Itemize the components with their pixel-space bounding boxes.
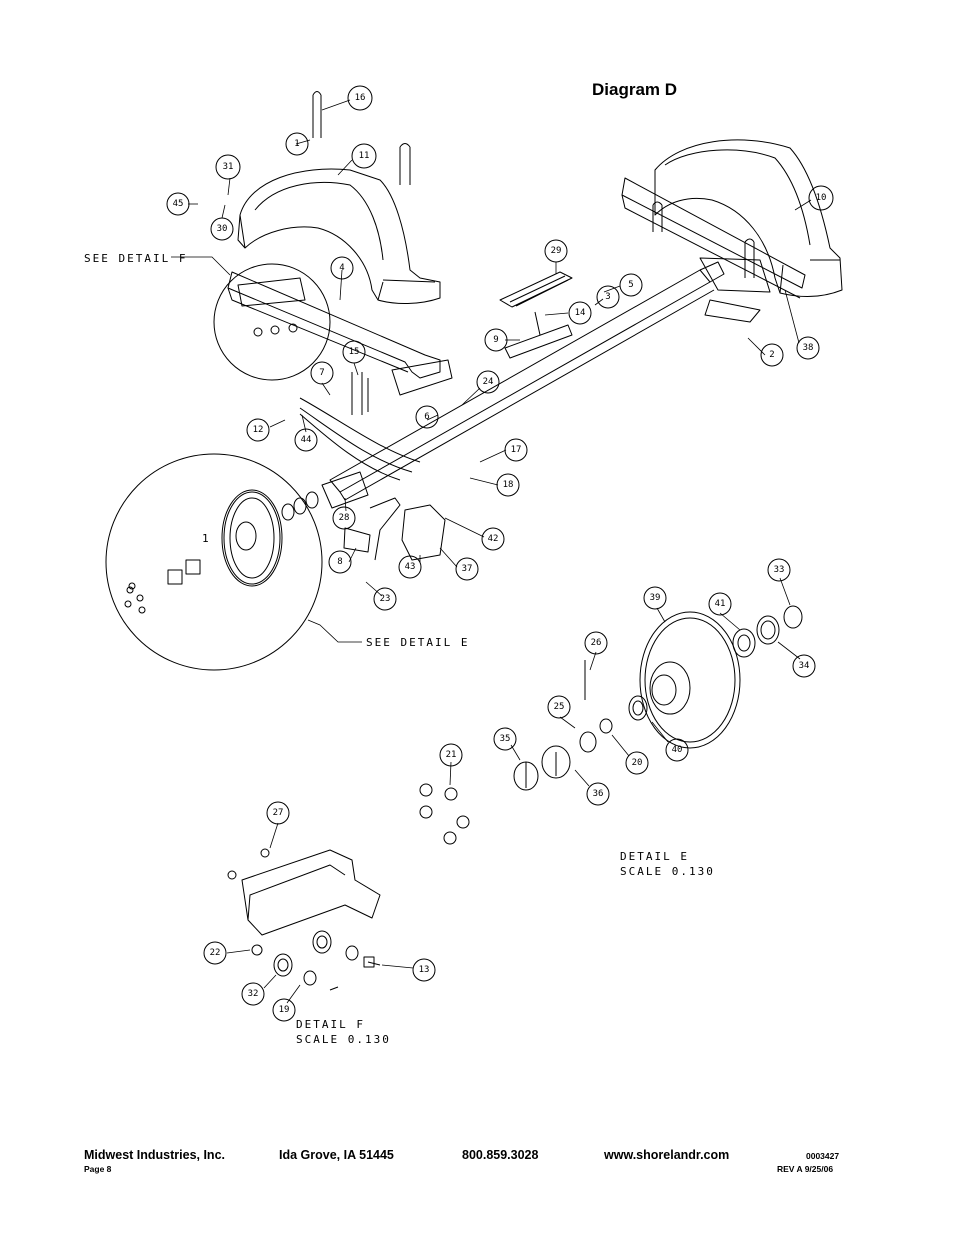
see-detail-e-note: SEE DETAIL E <box>366 636 469 649</box>
callout-30: 30 <box>217 224 228 234</box>
footer-phone: 800.859.3028 <box>462 1148 539 1162</box>
footer-page: Page 8 <box>84 1164 112 1174</box>
callout-14: 14 <box>575 308 586 318</box>
callout-26: 26 <box>591 638 602 648</box>
callout-12: 12 <box>253 425 264 435</box>
callout-42: 42 <box>488 534 499 544</box>
footer-doc-number: 0003427 <box>806 1151 840 1161</box>
callout-8: 8 <box>337 557 342 567</box>
callout-40: 40 <box>672 745 683 755</box>
axle-tube <box>329 261 761 501</box>
detail-f-title: DETAIL F <box>296 1018 365 1031</box>
diagram-title: Diagram D <box>592 80 678 99</box>
callout-28: 28 <box>339 513 350 523</box>
callout-41: 41 <box>715 599 726 609</box>
callout-34: 34 <box>799 661 810 671</box>
u-bolts <box>312 91 755 415</box>
leader-lines <box>171 99 812 1004</box>
callout-21: 21 <box>446 750 457 760</box>
callout-23: 23 <box>380 594 391 604</box>
step-pad <box>499 271 573 359</box>
footer-city: Ida Grove, IA 51445 <box>279 1148 394 1162</box>
detail-e-title: DETAIL E <box>620 850 689 863</box>
see-detail-f-note: SEE DETAIL F <box>84 252 187 265</box>
callout-13: 13 <box>419 965 430 975</box>
detail-e-circle <box>105 453 323 671</box>
footer-company: Midwest Industries, Inc. <box>84 1148 225 1162</box>
callout-1: 1 <box>294 139 299 149</box>
left-fender <box>237 168 441 304</box>
callout-7: 7 <box>319 368 324 378</box>
caliper <box>343 497 446 561</box>
right-fender <box>654 139 843 297</box>
detail-f-parts <box>227 848 381 991</box>
callout-43: 43 <box>405 562 416 572</box>
callout-32: 32 <box>248 989 259 999</box>
callout-15: 15 <box>349 347 360 357</box>
callout-20: 20 <box>632 758 643 768</box>
callout-44: 44 <box>301 435 312 445</box>
callout-10: 10 <box>816 193 827 203</box>
footer-revision: REV A 9/25/06 <box>777 1164 834 1174</box>
callout-25: 25 <box>554 702 565 712</box>
callout-4: 4 <box>339 263 344 273</box>
callout-38: 38 <box>803 343 814 353</box>
callout-17: 17 <box>511 445 522 455</box>
callout-36: 36 <box>593 789 604 799</box>
callout-3: 3 <box>605 292 610 302</box>
callout-39: 39 <box>650 593 661 603</box>
callout-16: 16 <box>355 93 366 103</box>
callout-11: 11 <box>359 151 370 161</box>
detail-f-circle <box>213 263 331 381</box>
callout-27: 27 <box>273 808 284 818</box>
callout-31: 31 <box>223 162 234 172</box>
callout-5: 5 <box>628 280 633 290</box>
callout-circles <box>166 85 834 1022</box>
hub-callout-1: 1 <box>202 532 211 545</box>
callout-22: 22 <box>210 948 221 958</box>
leaf-spring <box>299 397 421 481</box>
callout-9: 9 <box>493 335 498 345</box>
left-frame-rail <box>227 271 453 396</box>
footer-website[interactable]: www.shorelandr.com <box>604 1148 730 1162</box>
callout-6: 6 <box>424 412 429 422</box>
callout-24: 24 <box>483 377 494 387</box>
callout-18: 18 <box>503 480 514 490</box>
callout-45: 45 <box>173 199 184 209</box>
detail-e-parts <box>419 605 803 845</box>
callout-33: 33 <box>774 565 785 575</box>
detail-e-scale: SCALE 0.130 <box>620 865 715 878</box>
callout-19: 19 <box>279 1005 290 1015</box>
callout-29: 29 <box>551 246 562 256</box>
callout-37: 37 <box>462 564 473 574</box>
detail-f-scale: SCALE 0.130 <box>296 1033 391 1046</box>
callout-35: 35 <box>500 734 511 744</box>
callout-2: 2 <box>769 350 774 360</box>
